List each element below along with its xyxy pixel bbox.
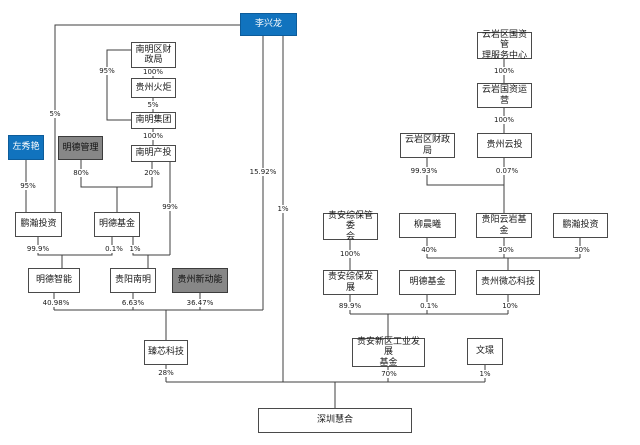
node-shenzhen-huihe: 深圳慧合 [258, 408, 412, 433]
node-yunyan-guozi-center: 云岩区国资管 理服务中心 [477, 30, 532, 61]
ownership-percentage-label: 0.1% [104, 245, 124, 253]
node-nanming-group: 南明集团 [131, 112, 176, 129]
node-guizhou-huoju: 贵州火炬 [131, 78, 176, 98]
ownership-percentage-label: 99.93% [409, 167, 439, 175]
node-zhenxin-keji: 臻芯科技 [144, 340, 188, 365]
edge-lixinglong-5-to-penghan [54, 24, 240, 212]
node-nanming-chantou: 南明产投 [131, 145, 176, 162]
ownership-percentage-label: 99% [161, 203, 179, 211]
node-yunyan-finance-bureau: 云岩区财政局 [400, 133, 455, 158]
ownership-percentage-label: 89.9% [337, 302, 363, 310]
ownership-percentage-label: 6.63% [120, 299, 146, 307]
node-liu-chenxi: 柳晨曦 [399, 213, 456, 238]
edge-nanming-fb-95-bend [106, 49, 131, 121]
node-mingde-fund-left: 明德基金 [94, 212, 140, 237]
ownership-percentage-label: 40% [420, 246, 438, 254]
ownership-percentage-label: 95% [98, 67, 116, 75]
edge-mingdefund-1-line [132, 237, 170, 256]
ownership-percentage-label: 0.1% [419, 302, 439, 310]
node-guiyang-yunyan-fund: 贵阳云岩基金 [476, 213, 532, 238]
node-guiyang-nanming: 贵阳南明 [110, 268, 156, 293]
node-guizhou-xindongneng: 贵州新动能 [172, 268, 228, 293]
ownership-percentage-label: 1% [276, 205, 290, 213]
ownership-percentage-label: 95% [19, 182, 37, 190]
ownership-percentage-label: 30% [573, 246, 591, 254]
ownership-percentage-label: 30% [497, 246, 515, 254]
ownership-percentage-label: 10% [501, 302, 519, 310]
node-guizhou-weixin-keji: 贵州微芯科技 [476, 270, 540, 295]
ownership-percentage-label: 0.07% [494, 167, 520, 175]
node-wen-jing: 文璟 [467, 338, 503, 365]
node-guian-zongbao-fazhan: 贵安综保发展 [323, 270, 378, 295]
edge-mingdeguanli-chantou-junc [80, 160, 153, 188]
ownership-percentage-label: 100% [141, 132, 165, 140]
ownership-percentage-label: 15.92% [248, 168, 278, 176]
node-guian-zongbao-guanwei: 贵安综保管委 会 [323, 211, 378, 242]
ownership-percentage-label: 36.47% [185, 299, 215, 307]
node-zuo-xiuyan: 左秀艳 [8, 135, 44, 160]
ownership-percentage-label: 1% [478, 370, 492, 378]
ownership-percentage-label: 70% [380, 370, 398, 378]
ownership-percentage-label: 20% [143, 169, 161, 177]
node-penghan-invest-left: 鹏瀚投资 [15, 212, 62, 237]
ownership-percentage-label: 40.98% [41, 299, 71, 307]
ownership-percentage-label: 100% [338, 250, 362, 258]
ownership-percentage-label: 80% [72, 169, 90, 177]
node-penghan-invest-right: 鹏瀚投资 [553, 213, 608, 238]
node-guian-industry-fund: 贵安新区工业发展 基金 [352, 337, 425, 368]
node-nanming-finance-bureau: 南明区财 政局 [131, 42, 176, 68]
ownership-percentage-label: 99.9% [25, 245, 51, 253]
ownership-percentage-label: 1% [128, 245, 142, 253]
ownership-percentage-label: 100% [141, 68, 165, 76]
ownership-percentage-label: 28% [157, 369, 175, 377]
node-li-xinglong: 李兴龙 [240, 13, 297, 36]
edge-yunyan-fb-junction [426, 158, 504, 186]
ownership-percentage-label: 5% [48, 110, 62, 118]
ownership-percentage-label: 100% [492, 116, 516, 124]
node-mingde-zhineng: 明德智能 [28, 268, 80, 293]
node-mingde-management: 明德管理 [58, 136, 103, 160]
ownership-percentage-label: 100% [492, 67, 516, 75]
ownership-percentage-label: 5% [146, 101, 160, 109]
node-guizhou-yuntou: 贵州云投 [477, 133, 532, 158]
node-mingde-fund-right: 明德基金 [399, 270, 456, 295]
node-yunyan-guozi-yunying: 云岩国资运营 [477, 83, 532, 108]
